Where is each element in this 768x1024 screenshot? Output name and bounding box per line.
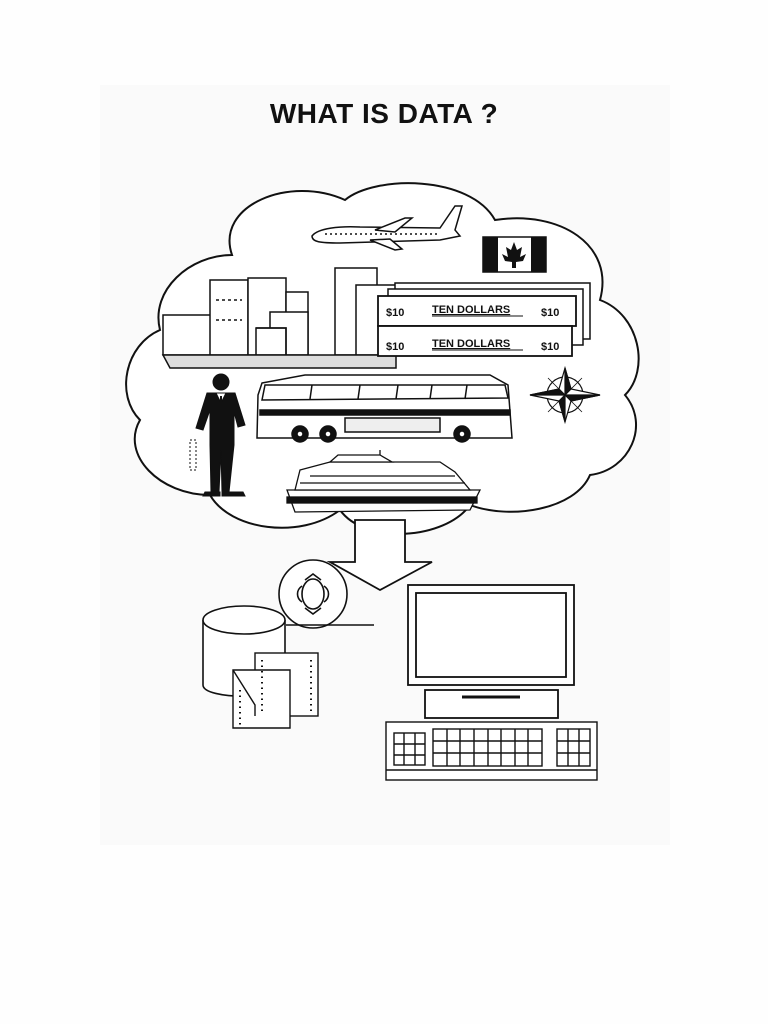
bill-1 <box>377 295 577 327</box>
bill-2-center: TEN DOLLARS <box>432 338 510 350</box>
bill-2-right: $10 <box>541 341 559 353</box>
printout-pages-icon <box>232 652 319 729</box>
bus-icon <box>256 374 513 443</box>
businessman-icon <box>189 373 246 497</box>
bill-2-left: $10 <box>386 341 404 353</box>
bill-1-right: $10 <box>541 307 559 319</box>
computer-monitor-icon <box>407 584 575 719</box>
bill-1-left: $10 <box>386 307 404 319</box>
airplane-icon <box>311 205 463 251</box>
keyboard-icon <box>385 721 598 781</box>
canadian-flag-icon <box>482 236 547 273</box>
bill-1-center: TEN DOLLARS <box>432 304 510 316</box>
compass-rose-icon <box>529 365 601 425</box>
page-title: WHAT IS DATA ? <box>269 98 499 129</box>
storage-disk-icon <box>278 559 374 629</box>
money-bills: $10 TEN DOLLARS $10 $10 TEN DOLLARS $10 <box>377 282 591 357</box>
down-arrow-icon <box>326 519 433 592</box>
ferry-ship-icon <box>286 450 482 513</box>
bill-2 <box>377 325 573 357</box>
